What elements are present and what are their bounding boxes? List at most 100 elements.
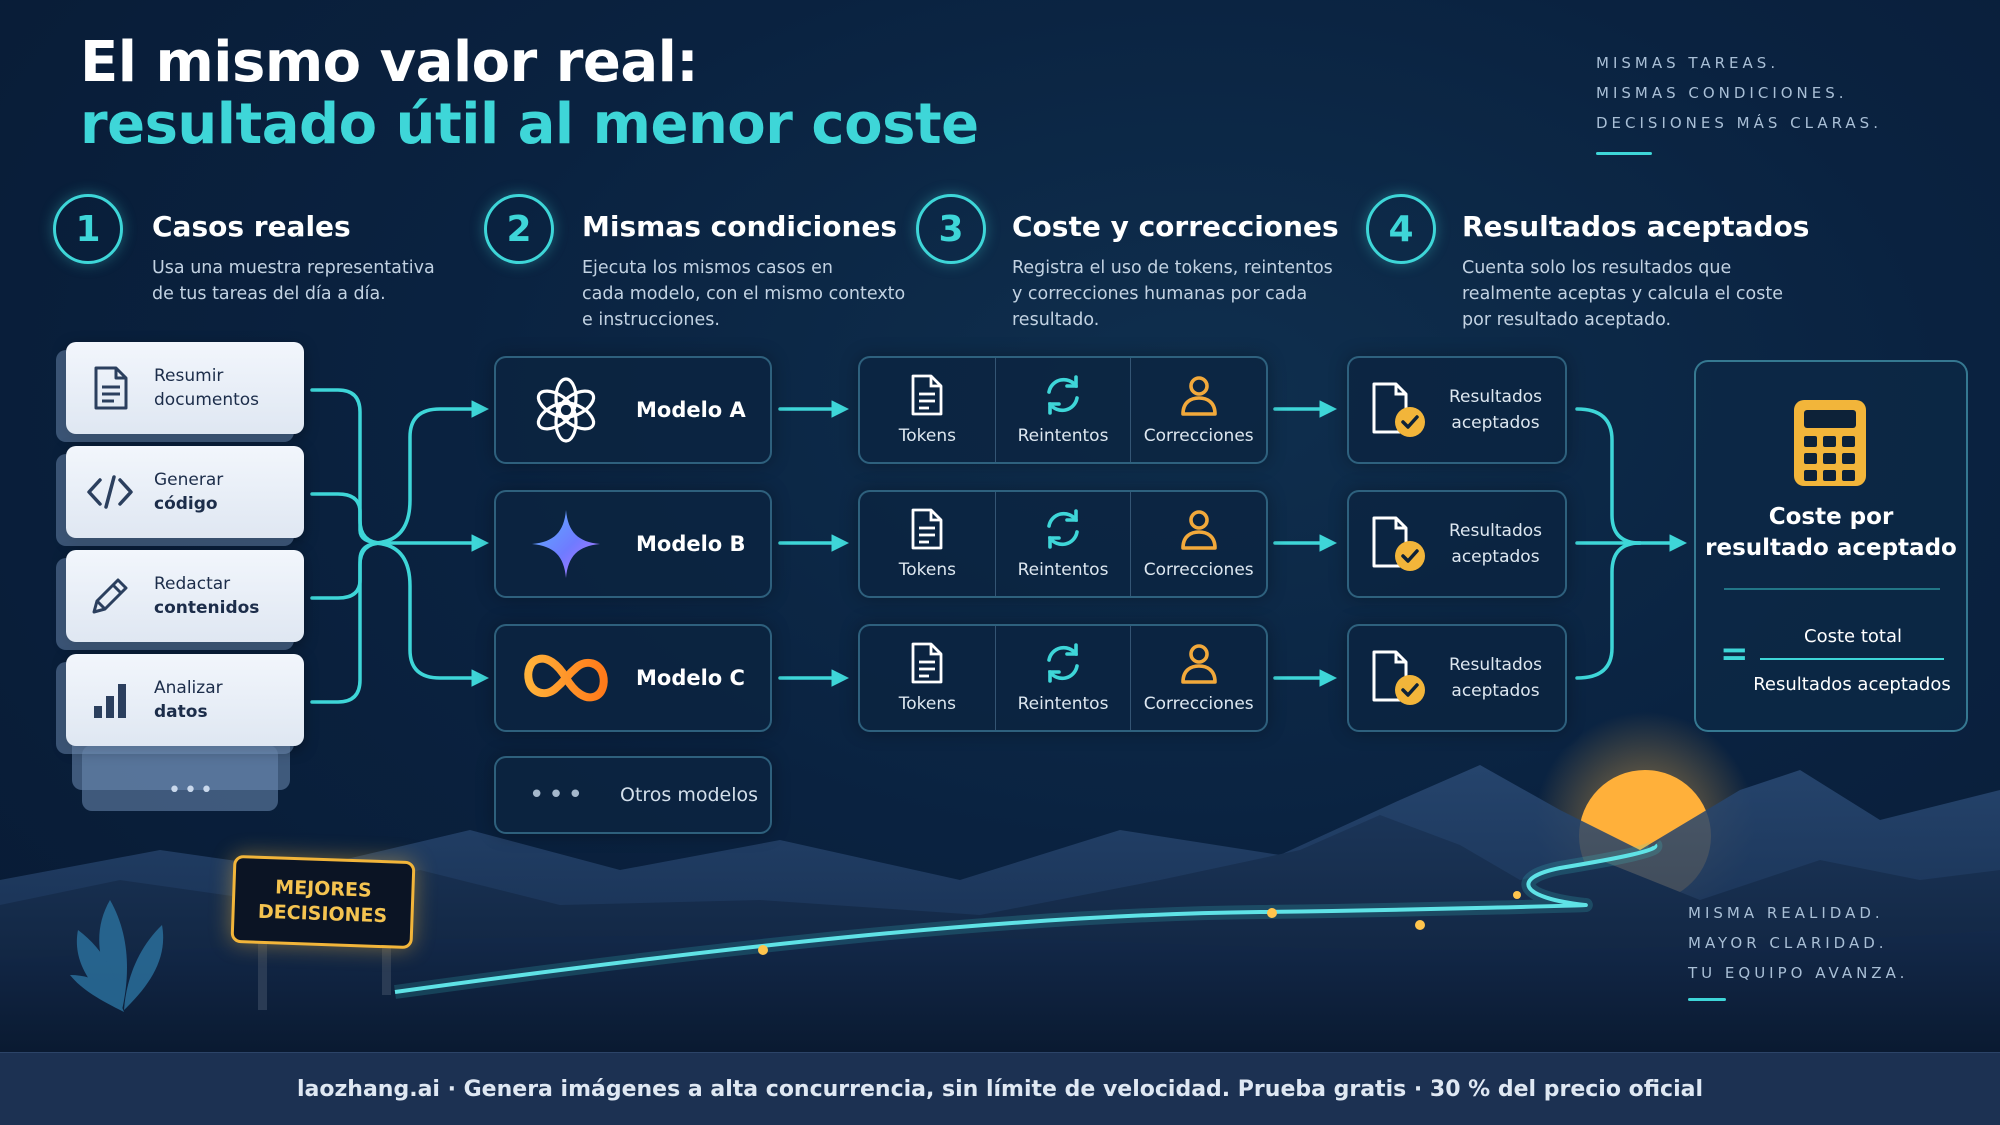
step-4-title: Resultados aceptados (1462, 210, 1810, 243)
task-label: Redactar contenidos (154, 572, 259, 620)
task-line-1: Generar (154, 470, 224, 490)
metric-tokens: Tokens (860, 358, 995, 462)
metric-label: Correcciones (1143, 426, 1254, 446)
document-icon (909, 642, 945, 688)
tasks-more-dots: ••• (168, 778, 216, 803)
task-line-1: Redactar (154, 574, 231, 594)
road (394, 843, 1658, 994)
connector-task-1 (310, 388, 384, 545)
better-decisions-sign: MEJORES DECISIONES (230, 854, 416, 950)
plant-icon (70, 900, 164, 1012)
document-check-icon (1349, 380, 1449, 440)
metric-retries: Reintentos (994, 492, 1131, 596)
metric-label: Tokens (898, 560, 956, 580)
tagline-top-line: MISMAS CONDICIONES. (1596, 84, 1848, 102)
model-panel-a[interactable]: Modelo A (494, 356, 772, 464)
result-panel-a[interactable]: Resultados aceptados (1347, 356, 1567, 464)
model-name: Modelo A (636, 398, 746, 422)
pencil-icon (66, 574, 154, 618)
sign-text: MEJORES DECISIONES (257, 876, 388, 928)
tagline-top: MISMAS TAREAS. MISMAS CONDICIONES. DECIS… (1596, 48, 1882, 138)
person-icon (1179, 374, 1219, 420)
cost-divider (1724, 588, 1940, 590)
cost-denominator: Resultados aceptados (1753, 674, 1951, 695)
step-2-title: Mismas condiciones (582, 210, 898, 243)
task-card-code[interactable]: Generar código (66, 446, 304, 538)
document-icon (66, 365, 154, 411)
title-line-2: resultado útil al menor coste (80, 92, 979, 157)
task-card-write[interactable]: Redactar contenidos (66, 550, 304, 642)
tagline-bottom: MISMA REALIDAD. MAYOR CLARIDAD. TU EQUIP… (1688, 898, 1908, 988)
sparkle-star-icon (496, 508, 636, 580)
openai-knot-icon (496, 375, 636, 445)
fraction-bar (1760, 658, 1944, 660)
task-line-1: Analizar (154, 678, 223, 698)
result-label: Resultados aceptados (1449, 655, 1542, 701)
step-1-title: Casos reales (152, 210, 351, 243)
metric-label: Tokens (898, 426, 956, 446)
tagline-bottom-line: MISMA REALIDAD. (1688, 904, 1884, 922)
tagline-top-line: DECISIONES MÁS CLARAS. (1596, 114, 1882, 132)
metric-label: Tokens (898, 694, 956, 714)
refresh-icon (1041, 508, 1085, 554)
task-card-summarize[interactable]: Resumir documentos (66, 342, 304, 434)
result-panel-c[interactable]: Resultados aceptados (1347, 624, 1567, 732)
more-dots-icon: ••• (528, 780, 587, 810)
cost-numerator: Coste total (1804, 626, 1902, 647)
step-3-title: Coste y correcciones (1012, 210, 1339, 243)
metric-retries: Reintentos (994, 626, 1131, 730)
ground (0, 930, 2000, 1052)
result-panel-b[interactable]: Resultados aceptados (1347, 490, 1567, 598)
bar-chart-icon (66, 680, 154, 720)
infinity-icon (496, 651, 636, 705)
model-name: Modelo C (636, 666, 745, 690)
metric-tokens: Tokens (860, 492, 995, 596)
cost-title: Coste por resultado aceptado (1705, 504, 1957, 561)
connector-result-a-cost (1575, 407, 1642, 545)
document-check-icon (1349, 514, 1449, 574)
cost-panel[interactable]: Coste por resultado aceptado = Coste tot… (1694, 360, 1968, 732)
tagline-bottom-accent (1688, 998, 1726, 1001)
metric-corrections: Correcciones (1130, 492, 1266, 596)
sign-post (258, 940, 267, 1010)
tagline-bottom-line: MAYOR CLARIDAD. (1688, 934, 1888, 952)
model-name: Modelo B (636, 532, 746, 556)
tagline-top-accent (1596, 152, 1652, 155)
footer-text: laozhang.ai · Genera imágenes a alta con… (296, 1076, 1703, 1102)
tagline-bottom-line: TU EQUIPO AVANZA. (1688, 964, 1909, 982)
task-card-analyze[interactable]: Analizar datos (66, 654, 304, 746)
metric-corrections: Correcciones (1130, 358, 1266, 462)
step-2-description: Ejecuta los mismos casos en cada modelo,… (582, 258, 906, 330)
calculator-icon (1792, 398, 1868, 492)
task-line-2: datos (154, 702, 208, 722)
step-2-number: 2 (484, 194, 554, 264)
task-line-2: código (154, 494, 218, 514)
title-line-1: El mismo valor real: (80, 30, 699, 95)
road-light (1415, 920, 1425, 930)
other-models-panel[interactable]: ••• Otros modelos (494, 756, 772, 834)
result-label: Resultados aceptados (1449, 521, 1542, 567)
road-light (758, 945, 768, 955)
step-1-description: Usa una muestra representativa de tus ta… (152, 258, 435, 304)
metrics-panel-c[interactable]: Tokens Reintentos Correcciones (858, 624, 1268, 732)
task-line-2: documentos (154, 390, 260, 410)
step-3-description: Registra el uso de tokens, reintentos y … (1012, 258, 1333, 330)
metrics-panel-a[interactable]: Tokens Reintentos Correcciones (858, 356, 1268, 464)
metrics-panel-b[interactable]: Tokens Reintentos Correcciones (858, 490, 1268, 598)
tagline-top-line: MISMAS TAREAS. (1596, 54, 1780, 72)
equals-sign: = (1720, 634, 1749, 674)
document-icon (909, 374, 945, 420)
metric-label: Correcciones (1143, 694, 1254, 714)
connector-task-2 (310, 492, 384, 545)
task-line-2: contenidos (154, 598, 260, 618)
model-panel-b[interactable]: Modelo B (494, 490, 772, 598)
person-icon (1179, 642, 1219, 688)
document-icon (909, 508, 945, 554)
document-check-icon (1349, 648, 1449, 708)
model-panel-c[interactable]: Modelo C (494, 624, 772, 732)
task-label: Analizar datos (154, 676, 223, 724)
connector-task-4 (310, 541, 384, 704)
metric-retries: Reintentos (994, 358, 1131, 462)
person-icon (1179, 508, 1219, 554)
